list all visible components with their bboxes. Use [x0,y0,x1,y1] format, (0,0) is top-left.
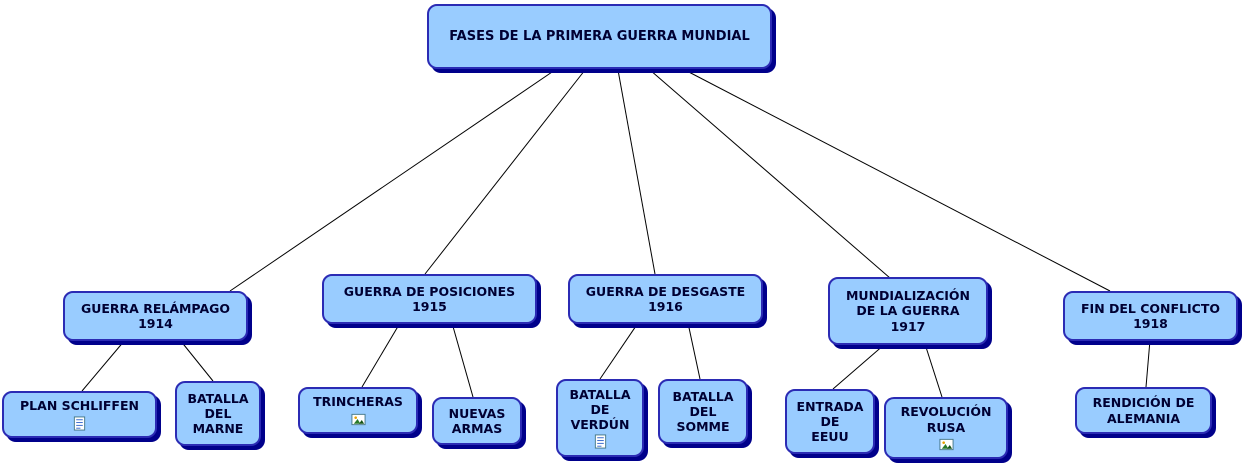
edge-phase1-marne [179,339,214,382]
node-guerra-posiciones[interactable]: GUERRA DE POSICIONES 1915 [322,274,537,324]
node-entrada-eeuu[interactable]: ENTRADA DE EEUU [785,389,875,454]
edge-root-phase2 [424,69,586,275]
node-label: MUNDIALIZACIÓN DE LA GUERRA 1917 [845,288,971,334]
node-fases-guerra-mundial[interactable]: FASES DE LA PRIMERA GUERRA MUNDIAL [427,4,772,69]
node-label: BATALLA DE VERDÚN [569,386,631,433]
image-icon [938,438,954,450]
edge-phase2-trincheras [361,322,401,388]
edge-root-phase5 [684,69,1111,292]
node-trincheras[interactable]: TRINCHERAS [298,387,418,434]
node-label: GUERRA DE DESGASTE 1916 [585,283,746,314]
node-plan-schliffen[interactable]: PLAN SCHLIFFEN [2,391,157,438]
node-rendicion-alemania[interactable]: RENDICIÓN DE ALEMANIA [1075,387,1212,434]
edge-phase3-somme [687,322,701,380]
node-label: GUERRA DE POSICIONES 1915 [343,283,516,314]
edge-phase3-verdun [599,322,639,380]
node-mundializacion-guerra[interactable]: MUNDIALIZACIÓN DE LA GUERRA 1917 [828,277,988,345]
node-label: GUERRA RELÁMPAGO 1914 [80,300,231,331]
node-label: NUEVAS ARMAS [448,405,506,436]
edge-phase5-rendicion [1145,339,1151,388]
edge-phase4-rusa [924,343,943,398]
node-batalla-marne[interactable]: BATALLA DEL MARNE [175,381,261,446]
node-guerra-desgaste[interactable]: GUERRA DE DESGASTE 1916 [568,274,763,324]
edge-phase4-eeuu [832,343,886,390]
node-label: REVOLUCIÓN RUSA [900,404,992,435]
edge-root-phase3 [617,69,656,275]
document-icon [594,434,606,449]
edge-phase2-armas [451,322,474,398]
node-label: TRINCHERAS [313,394,403,410]
image-icon [350,413,366,425]
node-fin-conflicto[interactable]: FIN DEL CONFLICTO 1918 [1063,291,1238,341]
node-nuevas-armas[interactable]: NUEVAS ARMAS [432,397,522,445]
edge-root-phase1 [229,69,556,292]
node-label: ENTRADA DE EEUU [796,398,864,445]
node-label: PLAN SCHLIFFEN [20,398,139,414]
edge-root-phase4 [649,69,891,279]
node-label: FIN DEL CONFLICTO 1918 [1081,300,1220,331]
node-revolucion-rusa[interactable]: REVOLUCIÓN RUSA [884,397,1008,459]
node-guerra-relampago[interactable]: GUERRA RELÁMPAGO 1914 [63,291,248,341]
edge-phase1-schliffen [81,339,126,392]
node-label: RENDICIÓN DE ALEMANIA [1092,395,1195,426]
node-label: BATALLA DEL SOMME [672,388,734,435]
node-label: FASES DE LA PRIMERA GUERRA MUNDIAL [449,28,750,44]
node-batalla-verdun[interactable]: BATALLA DE VERDÚN [556,379,644,457]
document-icon [73,416,86,431]
node-label: BATALLA DEL MARNE [187,390,249,437]
node-batalla-somme[interactable]: BATALLA DEL SOMME [658,379,748,444]
